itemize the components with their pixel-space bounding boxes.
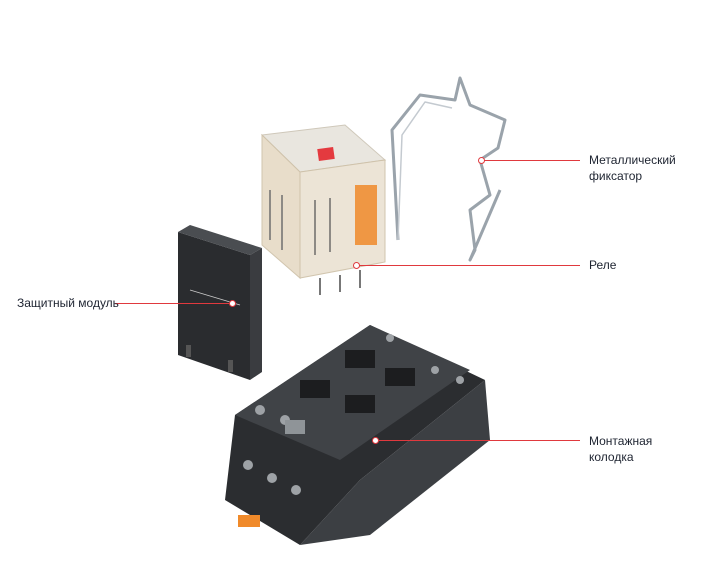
module-leader-line — [115, 303, 232, 304]
mounting-base — [225, 325, 490, 545]
protective-module — [178, 225, 262, 380]
base-leader-dot — [372, 437, 379, 444]
label-protective-module: Защитный модуль — [17, 296, 119, 310]
metal-fixator — [390, 76, 507, 262]
label-relay: Реле — [589, 258, 617, 272]
relay-leader-line — [357, 265, 580, 266]
label-mounting-base: Монтажная колодка — [589, 433, 652, 465]
relay-leader-dot — [353, 262, 360, 269]
fixator-leader-line — [482, 160, 580, 161]
fixator-leader-dot — [478, 157, 485, 164]
relay — [260, 124, 387, 295]
module-leader-dot — [229, 300, 236, 307]
label-mounting-base-line2: колодка — [589, 450, 634, 464]
label-metal-fixator: Металлический фиксатор — [589, 153, 676, 183]
label-mounting-base-line1: Монтажная — [589, 434, 653, 448]
base-leader-line — [376, 440, 580, 441]
